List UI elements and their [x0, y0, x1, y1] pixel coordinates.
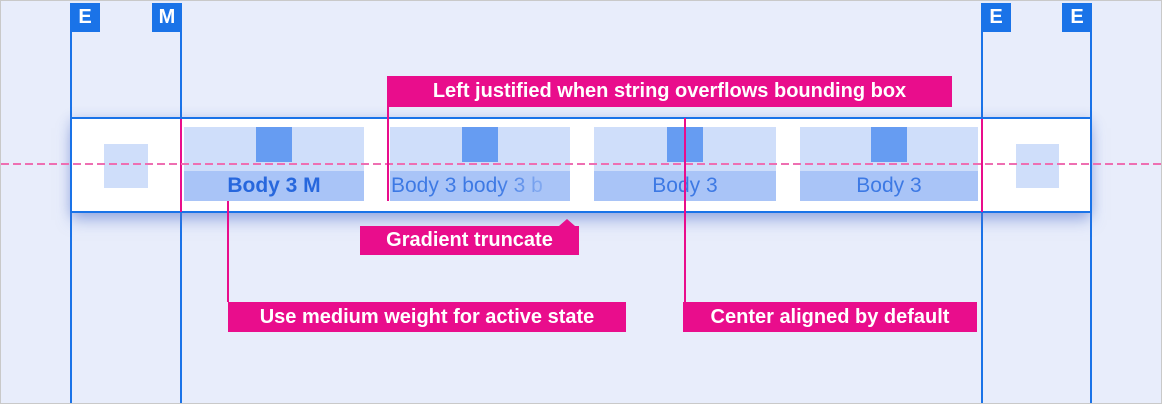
annotation-left-justified: Left justified when string overflows bou…	[387, 76, 952, 107]
annotation-medium-weight: Use medium weight for active state	[228, 302, 626, 332]
annotation-text: Center aligned by default	[710, 305, 950, 328]
spacer-square-right	[1016, 144, 1059, 188]
marker-label: M	[158, 6, 176, 28]
guide-line-m	[180, 32, 182, 403]
tab-label-gradient-text: Body 3 body 3 b	[391, 171, 570, 201]
tab-truncated[interactable]: Body 3 body 3 b	[390, 127, 570, 201]
marker-label: E	[78, 6, 92, 28]
annotation-text: Left justified when string overflows bou…	[432, 80, 907, 102]
annotation-text: Gradient truncate	[386, 229, 553, 251]
marker-label: E	[1070, 6, 1084, 28]
marker-label: E	[989, 6, 1003, 28]
spacer-square-left	[104, 144, 148, 188]
tab-label: Body 3 M	[184, 171, 364, 201]
tab-indicator-square	[256, 127, 292, 162]
annotation-text: Use medium weight for active state	[259, 305, 595, 328]
annotation-gradient-truncate: Gradient truncate	[360, 219, 579, 255]
tab-label: Body 3	[800, 171, 978, 201]
margin-marker-e-left: E	[70, 3, 100, 32]
guide-line-e-left	[70, 32, 72, 403]
annotation-arrow-up-icon	[559, 219, 575, 226]
guide-line-e-right-1	[981, 32, 983, 403]
margin-marker-e-right-1: E	[981, 3, 1011, 32]
annotation-center-aligned: Center aligned by default	[683, 302, 977, 332]
measure-line-right	[981, 119, 983, 212]
pointer-line-medium-weight	[227, 201, 229, 302]
margin-marker-m: M	[152, 3, 182, 32]
margin-marker-e-right-2: E	[1062, 3, 1092, 32]
measure-line-left	[180, 119, 182, 212]
tab-label: Body 3 body 3 b	[390, 171, 570, 201]
pointer-line-left-justified	[387, 107, 389, 201]
baseline-dashed-line	[1, 163, 1161, 165]
tab-indicator-square	[462, 127, 498, 162]
pointer-line-center-aligned	[684, 118, 686, 303]
guide-line-e-right-2	[1090, 32, 1092, 403]
tab-indicator-square	[871, 127, 907, 162]
